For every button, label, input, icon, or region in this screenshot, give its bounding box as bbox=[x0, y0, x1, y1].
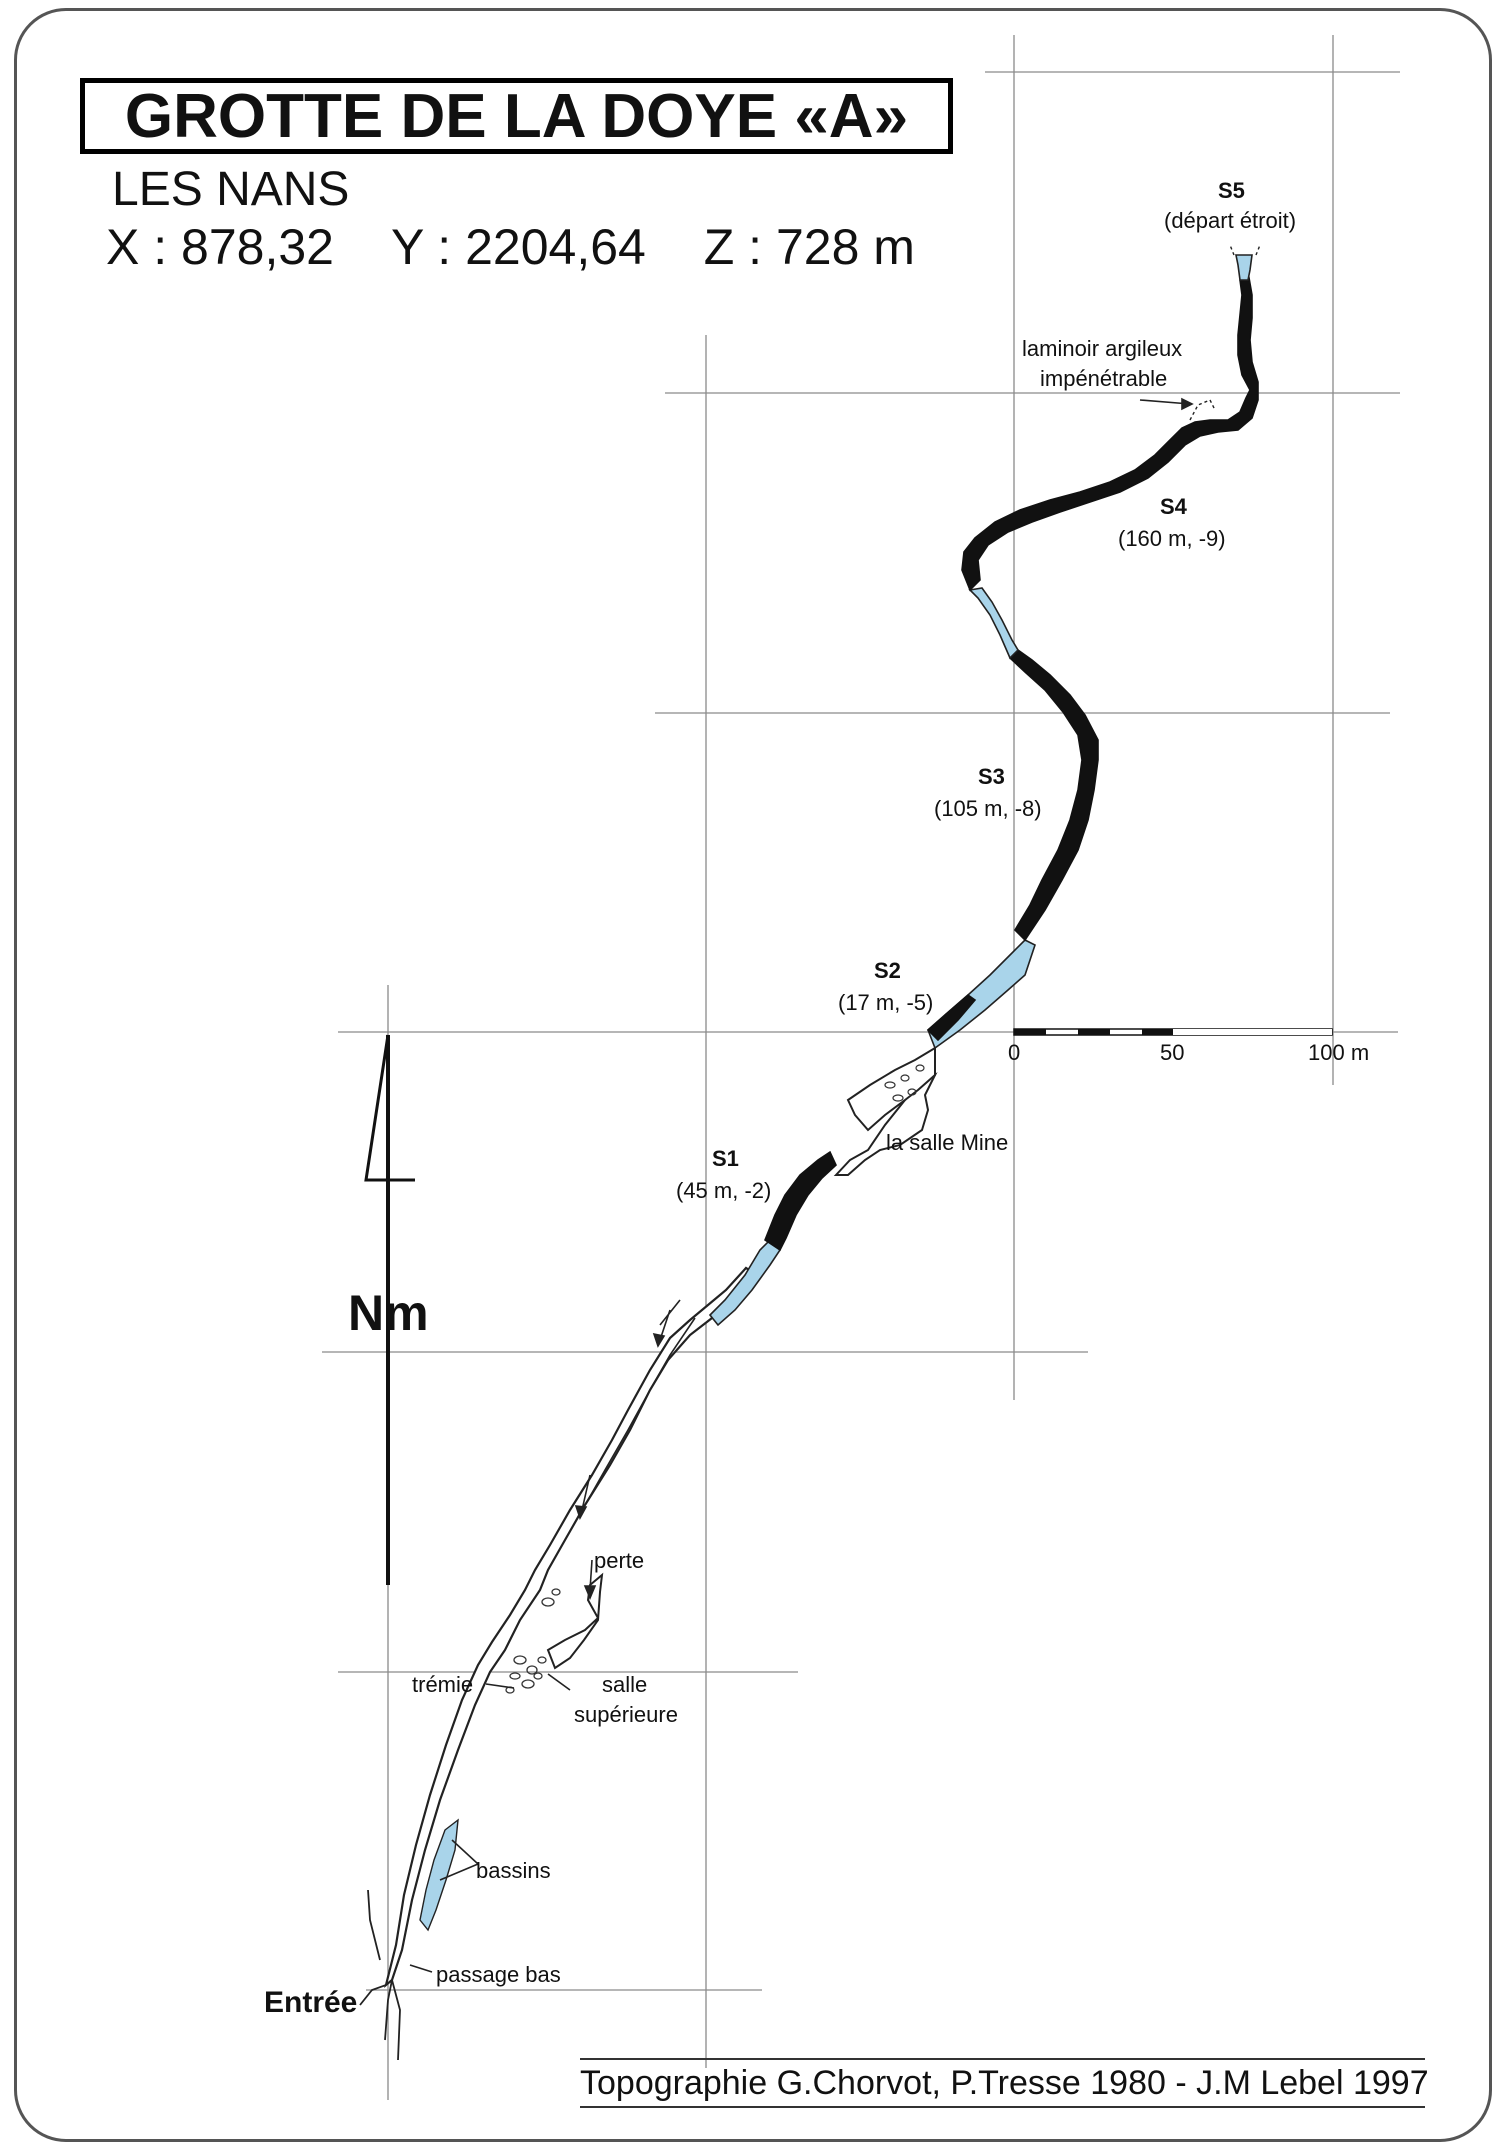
perte-label: perte bbox=[594, 1548, 644, 1573]
sump-sections bbox=[708, 244, 1261, 1327]
scale-bar-segment bbox=[1173, 1029, 1332, 1035]
commune-name: LES NANS bbox=[112, 163, 350, 216]
sump-s1-detail: (45 m, -2) bbox=[676, 1178, 771, 1203]
sump-s3-name: S3 bbox=[978, 764, 1005, 789]
scale-bar-segment bbox=[1014, 1029, 1046, 1035]
scale-bar: 0 50 100 m bbox=[1008, 1028, 1369, 1065]
sump-s1-name: S1 bbox=[712, 1146, 739, 1171]
salle-mine-body bbox=[846, 1046, 936, 1132]
sump-s5-detail: (départ étroit) bbox=[1164, 208, 1296, 233]
perte-arrow bbox=[589, 1559, 593, 1591]
stream-line bbox=[587, 1317, 696, 1501]
entrance-lines bbox=[359, 1889, 401, 2061]
salle-mine-blocks bbox=[884, 1064, 925, 1102]
coord-z: Z : 728 m bbox=[703, 219, 915, 275]
salle-mine-label: la salle Mine bbox=[886, 1130, 1008, 1155]
credit-rule-top bbox=[580, 2058, 1425, 2060]
scale-bar-segment bbox=[1142, 1029, 1174, 1035]
grid bbox=[322, 35, 1400, 2100]
sump-s5-name: S5 bbox=[1218, 178, 1245, 203]
scale-tick-50: 50 bbox=[1160, 1040, 1184, 1065]
bassins-pointer bbox=[451, 1839, 479, 1865]
s5-narrow-start bbox=[1229, 244, 1261, 256]
passage-bas-label: passage bas bbox=[436, 1962, 561, 1987]
tremie-pointer bbox=[485, 1683, 515, 1689]
salle-label-2: supérieure bbox=[574, 1702, 678, 1727]
credit-rule-bottom bbox=[580, 2106, 1425, 2108]
scale-tick-0: 0 bbox=[1008, 1040, 1020, 1065]
sump-s3-flooded bbox=[1008, 648, 1099, 942]
salle-superieure bbox=[546, 1572, 604, 1670]
scale-bar-segment bbox=[1078, 1029, 1110, 1035]
bassin bbox=[419, 1818, 459, 1932]
map-labels: S5 (départ étroit) laminoir argileux imp… bbox=[264, 178, 1296, 2019]
coordinates: X : 878,32 Y : 2204,64 Z : 728 m bbox=[106, 218, 959, 276]
salle-mine bbox=[833, 1072, 938, 1176]
north-arrow: Nm bbox=[348, 1034, 429, 1585]
passage-pointer bbox=[409, 1964, 433, 1973]
sump-s5-water bbox=[1235, 254, 1253, 281]
laminoir-label-2: impénétrable bbox=[1040, 366, 1167, 391]
page-frame bbox=[14, 8, 1492, 2142]
north-arrow-flag bbox=[364, 1034, 415, 1182]
sump-s4-name: S4 bbox=[1160, 494, 1188, 519]
coord-x: X : 878,32 bbox=[106, 219, 334, 275]
salle-label-1: salle bbox=[602, 1672, 647, 1697]
sump-s1-water bbox=[708, 1238, 782, 1327]
sump-s1-flooded bbox=[764, 1150, 837, 1252]
north-label: Nm bbox=[348, 1285, 429, 1341]
laminoir-outline bbox=[1189, 399, 1216, 421]
credit-text: Topographie G.Chorvot, P.Tresse 1980 - J… bbox=[580, 2064, 1429, 2102]
coord-y: Y : 2204,64 bbox=[390, 219, 646, 275]
laminoir-label-1: laminoir argileux bbox=[1022, 336, 1182, 361]
entrance-label: Entrée bbox=[264, 1986, 357, 2019]
arrow-head bbox=[574, 1505, 588, 1520]
cave-passage bbox=[359, 1046, 938, 2061]
sump-s3-detail: (105 m, -8) bbox=[934, 796, 1042, 821]
arrow-head bbox=[1181, 397, 1194, 411]
sump-s2-detail: (17 m, -5) bbox=[838, 990, 933, 1015]
scale-tick-100: 100 m bbox=[1308, 1040, 1369, 1065]
sump-s2-flooded bbox=[926, 993, 977, 1042]
salle-pointer bbox=[547, 1673, 571, 1691]
bassins-pointer bbox=[439, 1863, 479, 1881]
sump-s3-water bbox=[968, 587, 1020, 660]
arrow-head bbox=[583, 1585, 597, 1601]
flow-arrow bbox=[581, 1474, 591, 1511]
bassins-label: bassins bbox=[476, 1858, 551, 1883]
sump-s2-name: S2 bbox=[874, 958, 901, 983]
arrow-head bbox=[652, 1332, 666, 1348]
dry-gallery bbox=[384, 1266, 760, 1989]
map-title: GROTTE DE LA DOYE «A» bbox=[80, 78, 953, 154]
sump-s4-detail: (160 m, -9) bbox=[1118, 526, 1226, 551]
sump-s4-flooded bbox=[961, 270, 1259, 592]
tremie-label: trémie bbox=[412, 1672, 473, 1697]
pointer-lines bbox=[409, 397, 1194, 1973]
